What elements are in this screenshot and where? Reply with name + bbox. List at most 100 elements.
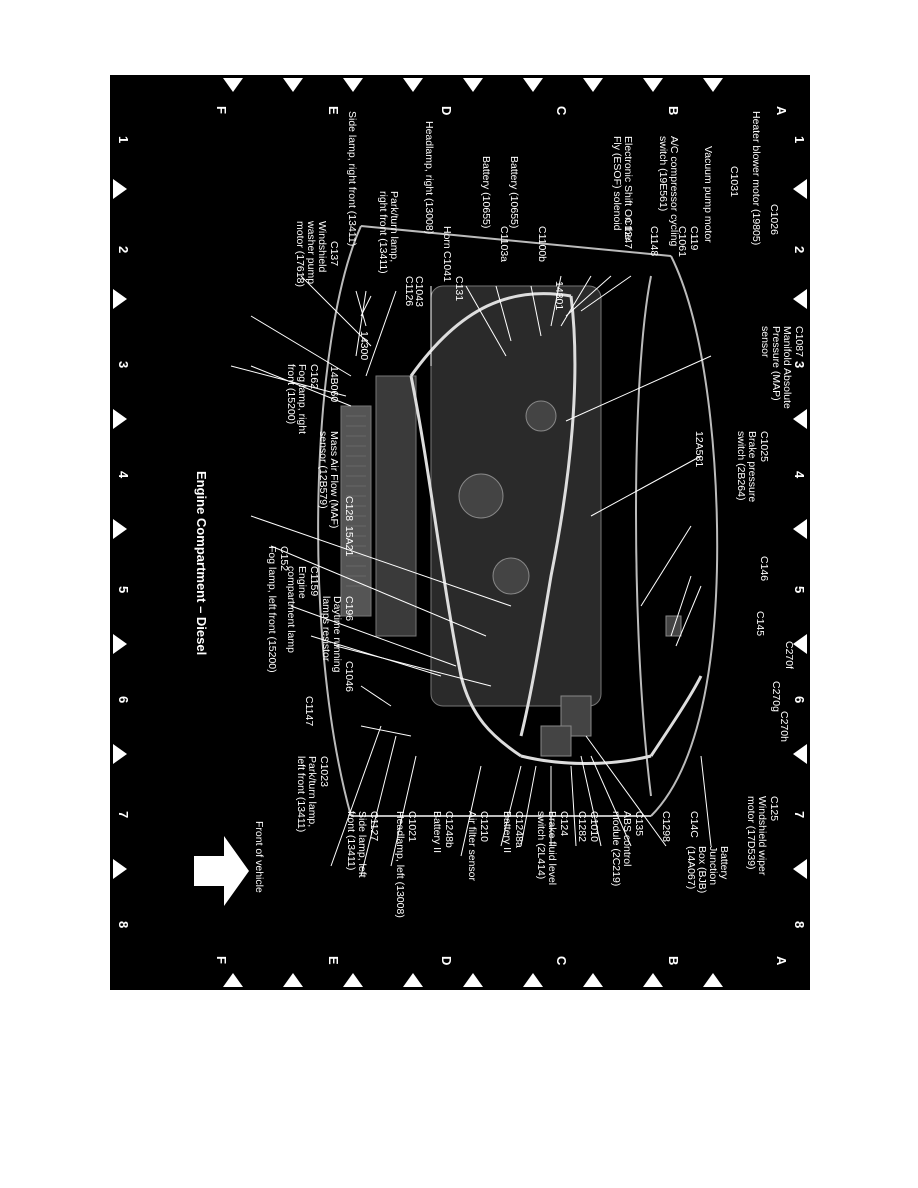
label-brake-fluid: Brake fluid level switch (2L414) bbox=[535, 811, 558, 886]
leader-lines bbox=[230, 275, 712, 877]
label-14301: 14301 bbox=[553, 281, 565, 311]
label-abs-module: ABS control module (2C219) bbox=[610, 811, 633, 887]
grid-col-2-top: 2 bbox=[792, 246, 807, 254]
label-park-right: Park/turn lamp, right front (13411) bbox=[377, 191, 400, 274]
label-c1087: C1087 bbox=[793, 326, 805, 357]
label-c1282: C1282 bbox=[576, 811, 588, 842]
label-c1010: C1010 bbox=[588, 811, 600, 842]
label-battery-r: Battery (10655) bbox=[480, 156, 492, 229]
label-c270f: C270f bbox=[783, 641, 795, 670]
label-c124: C124 bbox=[558, 811, 570, 837]
label-drl: Daytime running lamps resistor bbox=[320, 596, 343, 673]
label-c1025: C1025 bbox=[758, 431, 770, 462]
front-of-vehicle-label: Front of vehicle bbox=[253, 821, 265, 893]
label-comp-lamp: Engine compartment lamp bbox=[285, 566, 308, 653]
grid-col-8-bottom: 8 bbox=[116, 921, 131, 929]
label-c128: C128 bbox=[343, 496, 355, 522]
label-esof: Electronic Shift On the Fly (ESOF) solen… bbox=[611, 136, 634, 241]
grid-row-e-bottom: E bbox=[326, 956, 341, 965]
components bbox=[458, 400, 682, 757]
border-triangles bbox=[113, 78, 807, 987]
wiring-harness bbox=[409, 292, 703, 765]
label-brake-pressure: Brake pressure switch (2B264) bbox=[735, 431, 758, 503]
label-vacuum-pump: Vacuum pump motor bbox=[702, 146, 714, 243]
grid-row-e-top: E bbox=[326, 106, 341, 115]
label-14b060: 14B060 bbox=[328, 366, 340, 403]
grid-row-c-top: C bbox=[554, 106, 569, 116]
grid-col-3-bottom: 3 bbox=[116, 361, 131, 369]
label-c1248b: C1248b bbox=[443, 811, 455, 848]
label-c1021: C1021 bbox=[406, 811, 418, 842]
grid-row-d-top: D bbox=[439, 106, 454, 116]
grid-row-b-bottom: B bbox=[666, 956, 681, 966]
grid-col-1-top: 1 bbox=[792, 136, 807, 144]
front-arrow-icon bbox=[194, 836, 249, 906]
label-c1148: C1148 bbox=[648, 226, 660, 257]
grid-row-a-top: A bbox=[774, 106, 789, 116]
label-wiper-motor: Windshield wiper motor (17D539) bbox=[745, 796, 768, 876]
diagram-title: Engine Compartment – Diesel bbox=[194, 471, 209, 656]
label-c137: C137 bbox=[328, 241, 340, 267]
label-c1103a: C1103a bbox=[498, 226, 510, 263]
label-battery-ii-a: Battery II bbox=[501, 811, 513, 854]
label-c1126: C1126 bbox=[403, 276, 415, 307]
label-air-filter: Air filter sensor bbox=[466, 811, 478, 882]
label-c135: C135 bbox=[633, 811, 645, 837]
label-c152: C152 bbox=[278, 546, 290, 572]
label-bjb: Battery Junction Box (BJB) (14A067) bbox=[685, 846, 730, 894]
label-c14c: C14C bbox=[688, 811, 700, 838]
label-park-left: Park/turn lamp, left front (13411) bbox=[295, 756, 318, 833]
grid-col-4-bottom: 4 bbox=[116, 471, 131, 479]
label-washer-motor: Windshield washer pump motor (17618) bbox=[294, 221, 328, 287]
label-c1031: C1031 bbox=[728, 166, 740, 197]
label-c1026: C1026 bbox=[768, 204, 780, 235]
label-c1298: C1298 bbox=[660, 811, 672, 842]
grid-row-d-bottom: D bbox=[439, 956, 454, 966]
grid-col-4-top: 4 bbox=[792, 471, 807, 479]
grid-col-8-top: 8 bbox=[792, 921, 807, 929]
label-c1023: C1023 bbox=[318, 756, 330, 787]
label-side-lamp-right: Side lamp, right front (13411) bbox=[346, 111, 358, 247]
grid-col-6-top: 6 bbox=[792, 696, 807, 704]
label-c1210: C1210 bbox=[478, 811, 490, 842]
label-battery-r2: Battery (10655) bbox=[508, 156, 520, 229]
label-c1041: C1041 bbox=[441, 251, 453, 282]
grid-col-2-bottom: 2 bbox=[116, 246, 131, 254]
label-c1100b: C1100b bbox=[536, 226, 548, 263]
label-c1147: C1147 bbox=[303, 696, 315, 727]
label-horn: Horn bbox=[441, 226, 453, 249]
label-side-lamp-left: Side lamp, left front (13411) bbox=[345, 811, 368, 878]
label-c270h: C270h bbox=[778, 711, 790, 742]
label-headlamp-right: Headlamp, right (13008) bbox=[423, 121, 435, 235]
radiator-fins bbox=[346, 415, 366, 587]
grid-col-1-bottom: 1 bbox=[116, 136, 131, 144]
label-c1127: C1127 bbox=[368, 811, 380, 842]
label-map-sensor: Manifold Absolute Pressure (MAP) sensor bbox=[759, 326, 793, 409]
grid-col-7-bottom: 7 bbox=[116, 811, 131, 819]
grid-col-3-top: 3 bbox=[792, 361, 807, 369]
label-14300: 14300 bbox=[358, 331, 370, 361]
label-c1159: C1159 bbox=[308, 566, 320, 597]
label-fog-left: Fog lamp, left front (15200) bbox=[266, 546, 278, 673]
label-headlamp-left: Headlamp, left (13008) bbox=[394, 811, 406, 918]
label-c131: C131 bbox=[453, 276, 465, 302]
label-heater-blower: Heater blower motor (19805) bbox=[750, 111, 762, 246]
grid-col-6-bottom: 6 bbox=[116, 696, 131, 704]
grid-row-b-top: B bbox=[666, 106, 681, 116]
label-battery-ii-b: Battery II bbox=[431, 811, 443, 854]
label-c162: C162 bbox=[308, 364, 320, 390]
label-c146: C146 bbox=[758, 556, 770, 582]
label-fog-right: Fog lamp, right front (15200) bbox=[285, 364, 308, 435]
grid-col-7-top: 7 bbox=[792, 811, 807, 819]
label-12a581: 12A581 bbox=[693, 431, 705, 468]
grid-row-a-bottom: A bbox=[774, 956, 789, 966]
label-ac-switch: A/C compressor cycling switch (19E561) bbox=[657, 136, 680, 247]
rotated-label-layer: A B C D E F A B C D E F 1 2 3 4 5 6 7 8 … bbox=[111, 76, 809, 989]
diagram-artwork bbox=[113, 78, 807, 987]
engine-bay-outline bbox=[317, 225, 719, 817]
label-15a21: 15A21 bbox=[343, 526, 355, 557]
label-c270g: C270g bbox=[770, 681, 782, 712]
grid-row-c-bottom: C bbox=[554, 956, 569, 966]
engine-compartment-diagram: A B C D E F A B C D E F 1 2 3 4 5 6 7 8 … bbox=[110, 75, 810, 990]
